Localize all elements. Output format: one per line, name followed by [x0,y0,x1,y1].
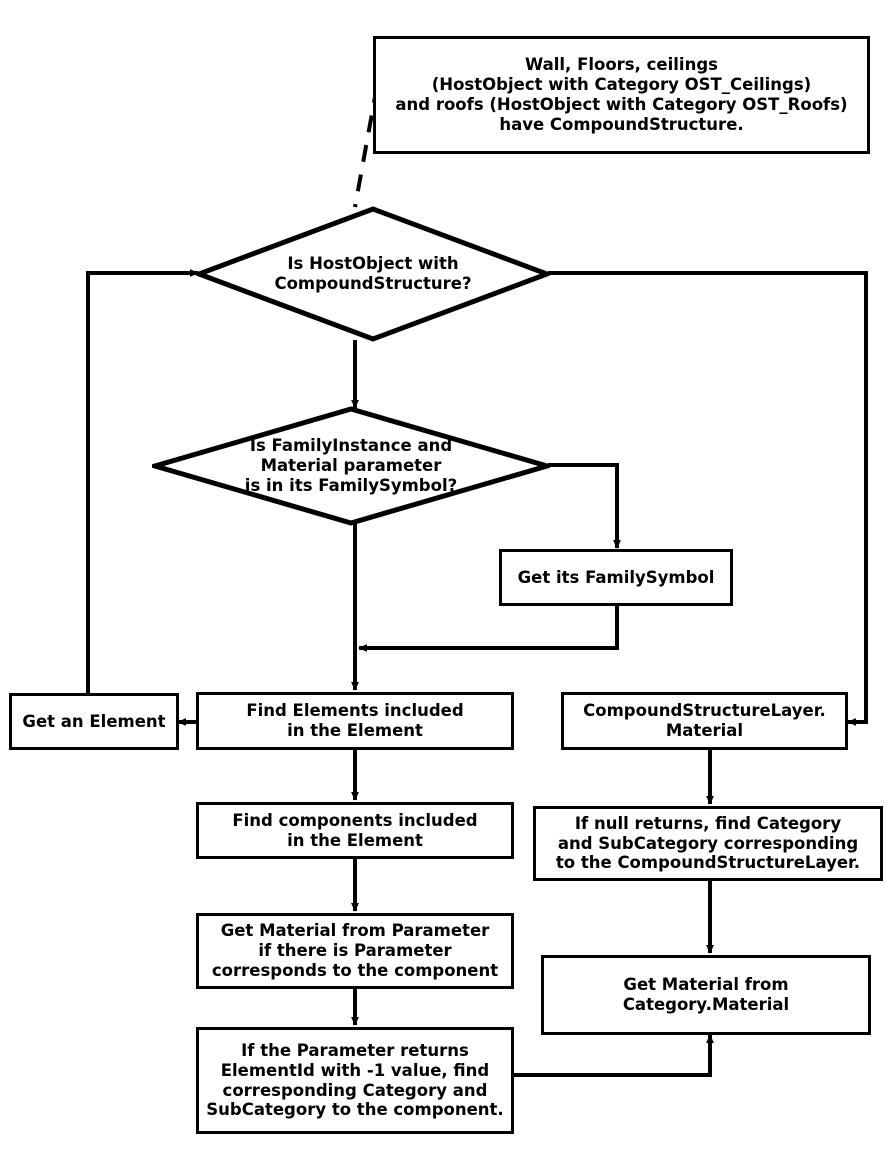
edge-decision2-to-familysymbol [548,463,621,549]
edge-if-parameter-to-get-material-category [513,1034,714,1077]
decision-is-familyinstance-material-parameter[interactable]: Is FamilyInstance and Material parameter… [152,406,550,526]
node-get-material-from-category[interactable]: Get Material from Category.Material [541,955,871,1035]
node-find-elements-included[interactable]: Find Elements included in the Element [196,692,514,750]
note-hostobject-compoundstructure: Wall, Floors, ceilings (HostObject with … [373,36,870,154]
diamond-shape [152,406,550,526]
node-get-material-from-parameter[interactable]: Get Material from Parameter if there is … [196,913,514,989]
node-if-null-returns-find-category[interactable]: If null returns, find Category and SubCa… [533,806,883,881]
edge-familysymbol-to-find-elements [358,606,619,652]
node-compoundstructurelayer-material[interactable]: CompoundStructureLayer. Material [561,692,848,750]
node-get-its-familysymbol[interactable]: Get its FamilySymbol [499,549,733,606]
diamond-shape [196,206,550,342]
node-if-parameter-returns-elementid[interactable]: If the Parameter returns ElementId with … [196,1027,514,1134]
node-get-an-element[interactable]: Get an Element [9,693,179,750]
decision-is-hostobject-with-compoundstructure[interactable]: Is HostObject with CompoundStructure? [196,206,550,342]
edge-decision1-to-compoundstructurelayer [548,271,868,726]
node-find-components-included[interactable]: Find components included in the Element [196,802,514,859]
